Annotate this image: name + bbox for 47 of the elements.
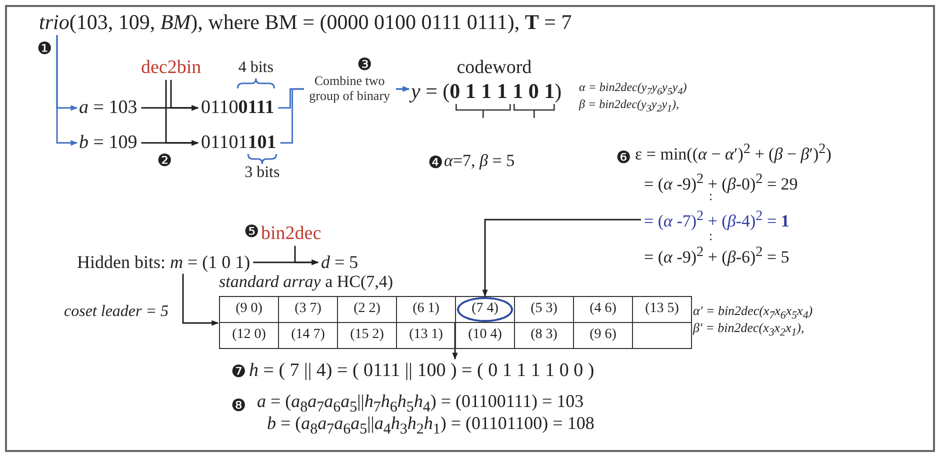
definition-text: α′ = bin2dec(x$_{7}$x$_{6}$x$_{5}$x$_{4}$) — [693, 304, 813, 322]
ellipsis-dots: : — [709, 229, 713, 244]
table-cell: (13 5) — [632, 296, 692, 323]
binary-value: 01101101 — [201, 132, 276, 154]
variable-assignment: b = 109 — [79, 132, 138, 154]
standard-array-table — [219, 272, 692, 349]
definition-text: α = bin2dec(y$_{7}$y$_{6}$y$_{5}$y$_{4}$) — [579, 81, 687, 98]
binary-value: 01100111 — [201, 97, 274, 119]
arrow — [170, 80, 199, 111]
bit-count: 4 bits — [238, 59, 274, 78]
definition-text: β = bin2dec(y$_{3}$y$_{2}$y$_{1}$), — [579, 98, 680, 115]
codeword-heading: codeword — [456, 57, 532, 79]
arrow — [182, 274, 219, 326]
equation-text: α=7, β = 5 — [444, 151, 515, 171]
callout-number: ❻ — [616, 148, 631, 168]
arrow — [482, 218, 641, 297]
equation-text: ε = min((α − α′)$^{2}$ + (β − β′)$^{2}$) — [635, 141, 832, 164]
variable-assignment: a = 103 — [79, 97, 138, 119]
callout-number: ❶ — [37, 39, 52, 59]
function-label: dec2bin — [141, 57, 202, 79]
table-title: standard array a HC(7,4) — [219, 272, 394, 292]
table-cell: (7 4) — [455, 296, 515, 323]
callout-number: ❽ — [231, 396, 246, 416]
table-cell: (12 0) — [219, 322, 279, 349]
distance-equation: = (α -7)$^{2}$ + (β-4)$^{2}$ = 1 — [644, 208, 790, 232]
decimal-value: d = 5 — [321, 252, 358, 273]
equation-text: = (α -9)$^{2}$ + (β-6)$^{2}$ = 5 — [644, 244, 790, 268]
arrow — [165, 80, 199, 146]
arrow — [56, 35, 78, 146]
codeword-expression: y = (0 1 1 1 1 0 1) — [411, 78, 562, 103]
function-call-text: trio(103, 109, BM), where BM = (0000 0100 0111 0111), T = 7 — [39, 10, 572, 34]
function-label: bin2dec — [261, 223, 322, 245]
arrow — [452, 323, 458, 360]
callout-number: ❺ — [244, 222, 259, 242]
edge-label: Combine two group of binary — [304, 74, 396, 104]
concatenation-equation: h = ( 7 || 4) = ( 0111 || 100 ) = ( 0 1 1 1 1 0 0 ) — [249, 360, 594, 382]
table-cell: (9 0) — [219, 296, 279, 323]
arrow — [253, 260, 319, 266]
callout-number: ❼ — [231, 362, 246, 382]
coset-leader-text: coset leader = 5 — [64, 303, 169, 322]
table-cell — [632, 322, 692, 349]
callout-number: ❹ — [428, 153, 443, 173]
definition-text: β′ = bin2dec(x$_{3}$x$_{2}$x$_{1}$), — [693, 321, 804, 340]
callout-number: ❸ — [357, 55, 372, 75]
bit-count: 3 bits — [244, 164, 280, 182]
callout-number: ❷ — [157, 151, 172, 171]
hidden-bits-text: Hidden bits: m = (1 0 1) — [77, 252, 250, 273]
